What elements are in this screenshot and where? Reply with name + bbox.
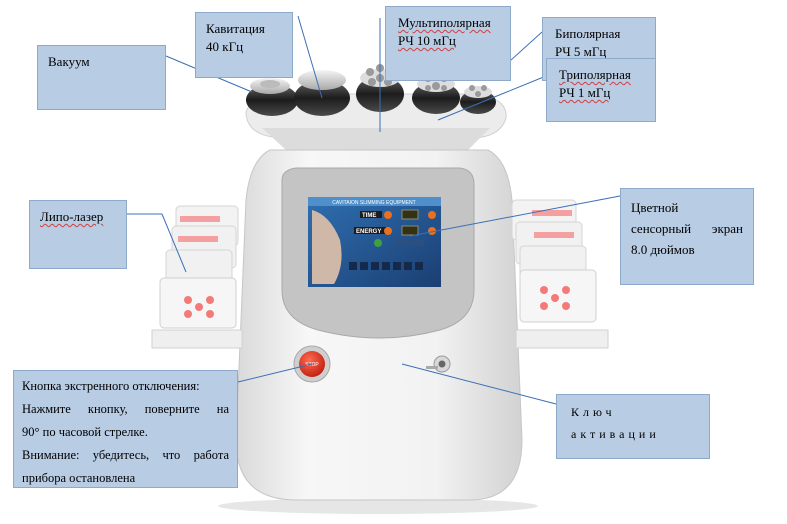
pointer-key xyxy=(401,363,557,405)
callout-vacuum: Вакуум xyxy=(37,45,166,110)
device-shadow xyxy=(218,498,538,514)
callout-stop-line5: прибора остановлена xyxy=(22,471,136,485)
callout-activation-key: Ключ активации xyxy=(556,394,710,459)
callout-bipolar-line2: РЧ 5 мГц xyxy=(555,44,607,59)
callout-screen-line3: 8.0 дюймов xyxy=(631,242,695,257)
tripolar-rf-handpiece xyxy=(460,85,496,114)
pointer-cavitation xyxy=(297,15,323,99)
vacuum-handpiece xyxy=(246,78,298,116)
lipo-laser-pads-left xyxy=(151,205,243,349)
callout-key-line2: активации xyxy=(571,427,660,441)
callout-vacuum-text: Вакуум xyxy=(48,54,90,69)
pointer-screen xyxy=(409,195,621,237)
callout-stop-line2: Нажмите кнопку, поверните на xyxy=(22,402,229,416)
callout-cavitation-line1: Кавитация xyxy=(206,21,265,36)
callout-multipolar-rf: Мультиполярная РЧ 10 мГц xyxy=(385,6,511,81)
callout-screen-line2: сенсорный экран xyxy=(631,221,743,236)
callout-tripolar-line1: Триполярная xyxy=(559,67,631,82)
svg-text:ENERGY: ENERGY xyxy=(356,229,381,235)
callout-key-line1: Ключ xyxy=(571,405,616,419)
callout-cavitation: Кавитация 40 кГц xyxy=(195,12,293,78)
callout-lipo-laser: Липо-лазер xyxy=(29,200,127,269)
callout-touch-screen: Цветной сенсорный экран 8.0 дюймов xyxy=(620,188,754,285)
svg-text:TIME: TIME xyxy=(362,213,376,219)
callout-stop-line3: 90° по часовой стрелке. xyxy=(22,425,148,439)
callout-stop-line4: Внимание: убедитесь, что работа xyxy=(22,448,229,462)
callout-tripolar-rf: Триполярная РЧ 1 мГц xyxy=(546,58,656,122)
callout-stop-line1: Кнопка экстренного отключения: xyxy=(22,379,200,393)
callout-screen-line1: Цветной xyxy=(631,200,679,215)
activation-key xyxy=(426,355,451,373)
cavitation-handpiece xyxy=(294,70,350,116)
callout-tripolar-line2: РЧ 1 мГц xyxy=(559,85,611,100)
callout-bipolar-line1: Биполярная xyxy=(555,26,621,41)
lipo-laser-pads-right xyxy=(511,199,609,349)
screen-header: CAVITAION SLIMMING EQUIPMENT xyxy=(332,200,415,206)
pointer-tripolar xyxy=(437,75,547,121)
svg-text:STOP: STOP xyxy=(305,362,319,368)
pointer-stop xyxy=(237,363,313,383)
callout-multipolar-line2: РЧ 10 мГц xyxy=(398,33,456,48)
callout-cavitation-line2: 40 кГц xyxy=(206,39,244,54)
callout-emergency-stop: Кнопка экстренного отключения: Нажмите к… xyxy=(13,370,238,488)
callout-lipo-laser-text: Липо-лазер xyxy=(40,209,104,224)
callout-multipolar-line1: Мультиполярная xyxy=(398,15,491,30)
